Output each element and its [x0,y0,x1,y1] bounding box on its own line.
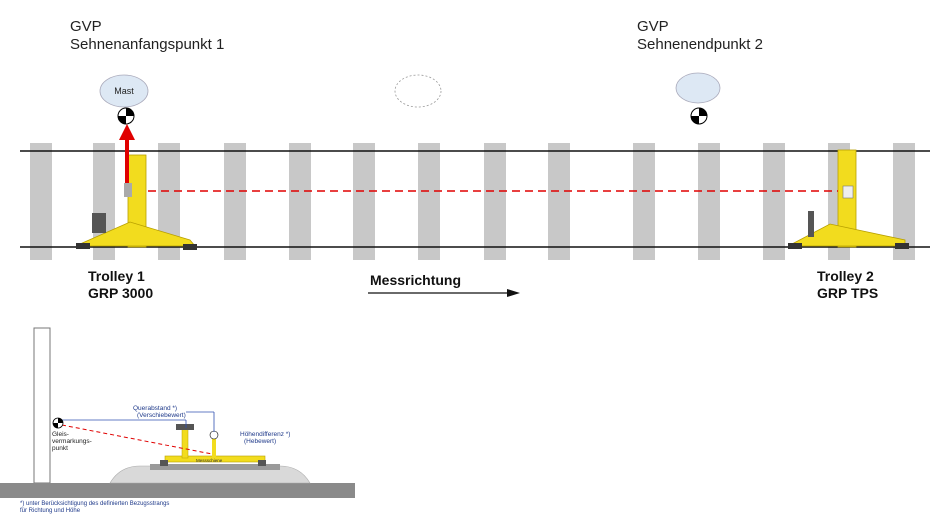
gvp-marker-icon [117,107,135,125]
inset-trolley-post [181,427,189,459]
inset-instrument [176,424,194,430]
sleeper [158,143,180,260]
hoehen-label: Höhendifferenz *) [240,431,290,438]
sleeper [418,143,440,260]
gvp-start-label: GVP Sehnenanfangspunkt 1 [70,18,224,54]
sleepers [30,143,915,260]
gvp-end-label: GVP Sehnenendpunkt 2 [637,18,763,54]
gleis-label-3: punkt [52,445,68,452]
gvp-start-line1: GVP [70,18,102,35]
trolley-1-name: Trolley 1 [88,268,145,284]
footnote-line1: *) unter Berücksichtigung des definierte… [20,501,169,507]
querabstand-sublabel: (Verschiebewert) [137,412,186,419]
target-circle [675,72,721,104]
inset-wheel-left [160,460,168,466]
track-diagram: Mast [20,72,930,297]
gvp-end-line1: GVP [637,18,669,35]
inset-prism-icon [209,430,219,440]
ground [0,483,355,498]
trolley-1-model: GRP 3000 [88,285,154,301]
trolley-2-label: Trolley 2 GRP TPS [817,268,878,302]
direction-label: Messrichtung [370,272,462,288]
inset-prism-post [212,436,216,458]
mast-label: Mast [114,86,134,96]
empty-circle [394,74,442,108]
inset-red-line [61,424,213,455]
sleeper [30,143,52,260]
querabstand-label: Querabstand *) [133,405,177,412]
sleeper [289,143,311,260]
trolley-2-model: GRP TPS [817,285,879,301]
gleis-label-2: vermarkungs- [52,438,92,445]
sleeper [224,143,246,260]
gleis-label-1: Gleis- [52,431,69,438]
footnote-line2: für Richtung und Höhe [20,508,81,514]
sleeper [633,143,655,260]
hoehen-sublabel: (Hebewert) [244,438,276,445]
mast-circle [99,74,149,108]
trolley-2-name: Trolley 2 [817,268,874,284]
inset-gvp-marker-icon [52,417,64,429]
trolley-1-graphic [76,154,197,250]
gvp-end-line2: Sehnenendpunkt 2 [637,36,763,53]
sleeper [698,143,720,260]
mast-pole [33,327,51,484]
inset-wheel-right [258,460,266,466]
gvp-marker-icon [690,107,708,125]
trolley-2-graphic [788,149,909,249]
direction-arrow-head [507,289,520,297]
gauge-label: Messschiene [196,458,223,463]
sleeper [763,143,785,260]
sleeper [893,143,915,260]
cross-section-inset: Querabstand *) (Verschiebewert) Höhendif… [0,327,355,514]
inset-sleeper [150,464,280,470]
gvp-start-line2: Sehnenanfangspunkt 1 [70,36,225,53]
sleeper [484,143,506,260]
sleeper [548,143,570,260]
sleeper [353,143,375,260]
offset-arrow-head [119,124,135,140]
trolley-1-label: Trolley 1 GRP 3000 [88,268,153,302]
